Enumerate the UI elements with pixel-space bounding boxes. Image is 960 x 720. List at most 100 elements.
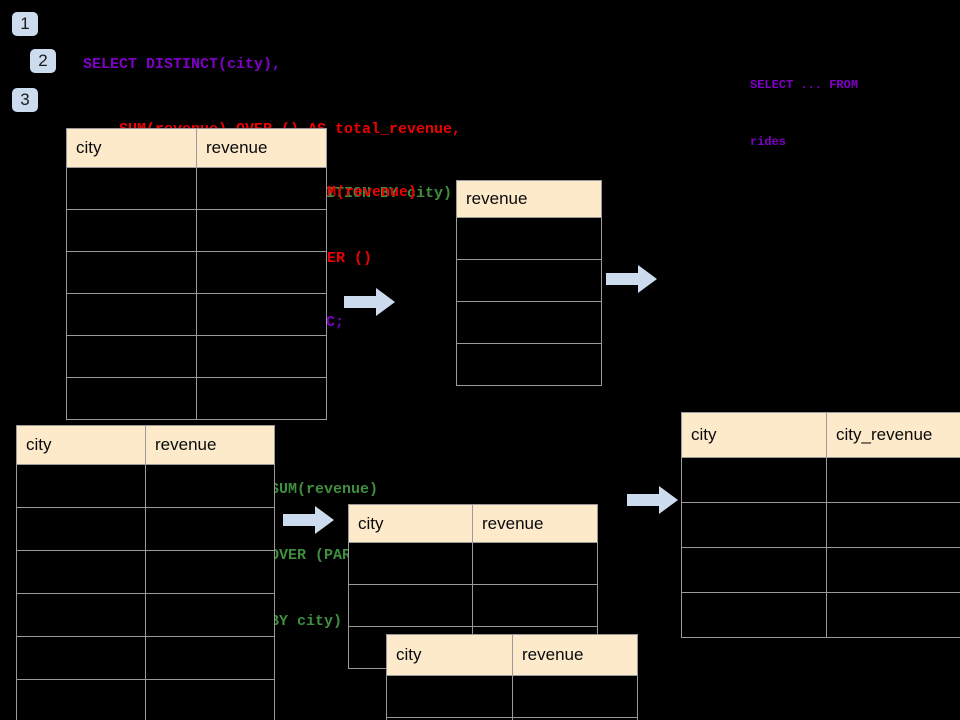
- cell-city: [16, 679, 146, 720]
- table-row: [456, 259, 602, 302]
- table-row: [66, 209, 327, 252]
- cell-city-revenue: [826, 502, 960, 548]
- side-note-select-from: SELECT ... FROM rides: [750, 38, 858, 190]
- cell-city: [681, 457, 827, 503]
- cell-city: [348, 584, 473, 627]
- step-badge-3: 3: [12, 88, 38, 112]
- annotation-over-partition: SUM(revenue) OVER (PARTITION BY city): [270, 435, 405, 677]
- step-badge-1: 1: [12, 12, 38, 36]
- column-header-revenue: revenue: [196, 128, 327, 168]
- column-header-city: city: [681, 412, 827, 458]
- cell-city: [348, 542, 473, 585]
- arrow-rides-to-partition: [283, 506, 334, 534]
- table-header-row: city revenue: [16, 425, 275, 465]
- table-header-row: city revenue: [66, 128, 327, 168]
- cell-city: [681, 592, 827, 638]
- cell-revenue: [456, 301, 602, 344]
- cell-city: [386, 675, 513, 718]
- cell-revenue: [196, 251, 327, 294]
- table-header-row: city revenue: [386, 634, 638, 676]
- cell-city: [16, 593, 146, 637]
- step-badge-2: 2: [30, 49, 56, 73]
- arrow-partition-to-result: [627, 486, 678, 514]
- cell-city: [16, 464, 146, 508]
- cell-city: [16, 636, 146, 680]
- cell-city: [66, 377, 197, 420]
- column-header-revenue: revenue: [472, 504, 598, 543]
- table-row: [456, 301, 602, 344]
- cell-revenue: [145, 550, 275, 594]
- table-row: [16, 679, 275, 720]
- cell-city-revenue: [826, 592, 960, 638]
- cell-revenue: [196, 293, 327, 336]
- cell-revenue: [456, 259, 602, 302]
- table-row: [681, 502, 960, 548]
- total-revenue-table: revenue: [456, 180, 602, 386]
- table-header-row: revenue: [456, 180, 602, 218]
- cell-revenue: [512, 675, 638, 718]
- column-header-city: city: [66, 128, 197, 168]
- cell-revenue: [472, 542, 598, 585]
- cell-city: [66, 335, 197, 378]
- cell-revenue: [196, 335, 327, 378]
- table-row: [16, 507, 275, 551]
- cell-revenue: [145, 593, 275, 637]
- cell-revenue: [512, 717, 638, 720]
- cell-revenue: [456, 343, 602, 386]
- table-row: [16, 550, 275, 594]
- table-row: [386, 717, 638, 720]
- column-header-city-revenue: city_revenue: [826, 412, 960, 458]
- column-header-revenue: revenue: [512, 634, 638, 676]
- table-row: [348, 584, 598, 627]
- table-row: [16, 636, 275, 680]
- cell-city: [66, 293, 197, 336]
- table-row: [681, 457, 960, 503]
- table-row: [66, 251, 327, 294]
- cell-revenue: [196, 209, 327, 252]
- cell-revenue: [145, 679, 275, 720]
- table-row: [456, 343, 602, 386]
- city-revenue-result-table: city city_revenue: [681, 412, 960, 638]
- cell-city: [66, 167, 197, 210]
- cell-city: [681, 502, 827, 548]
- cell-city: [66, 209, 197, 252]
- sql-line-select: SELECT DISTINCT(city),: [83, 56, 282, 73]
- table-row: [16, 593, 275, 637]
- table-row: [16, 464, 275, 508]
- table-row: [386, 675, 638, 718]
- cell-revenue: [196, 167, 327, 210]
- arrow-rides-to-total-revenue: [344, 288, 395, 316]
- table-row: [681, 592, 960, 638]
- table-row: [456, 217, 602, 260]
- side-note-line-2: rides: [750, 135, 787, 149]
- annotation-over-empty-line-1: SUM(revenue): [309, 184, 418, 201]
- cell-revenue: [145, 464, 275, 508]
- cell-revenue: [456, 217, 602, 260]
- cell-revenue: [472, 584, 598, 627]
- rides-source-table: city revenue: [66, 128, 327, 420]
- cell-revenue: [196, 377, 327, 420]
- cell-city: [16, 507, 146, 551]
- cell-city: [681, 547, 827, 593]
- table-row: [66, 167, 327, 210]
- column-header-city: city: [16, 425, 146, 465]
- column-header-revenue: revenue: [456, 180, 602, 218]
- column-header-revenue: revenue: [145, 425, 275, 465]
- table-row: [348, 542, 598, 585]
- cell-revenue: [145, 507, 275, 551]
- annotation-over-partition-line-1: SUM(revenue): [270, 481, 379, 498]
- table-header-row: city city_revenue: [681, 412, 960, 458]
- cell-city-revenue: [826, 457, 960, 503]
- table-row: [66, 293, 327, 336]
- column-header-city: city: [348, 504, 473, 543]
- table-header-row: city revenue: [348, 504, 598, 543]
- side-note-line-1: SELECT ... FROM: [750, 78, 859, 92]
- arrow-total-revenue-to-result: [606, 265, 657, 293]
- cell-city: [16, 550, 146, 594]
- table-row: [66, 335, 327, 378]
- cell-city: [66, 251, 197, 294]
- table-row: [66, 377, 327, 420]
- partition-group-table-front: city revenue: [386, 634, 638, 720]
- column-header-city: city: [386, 634, 513, 676]
- table-row: [681, 547, 960, 593]
